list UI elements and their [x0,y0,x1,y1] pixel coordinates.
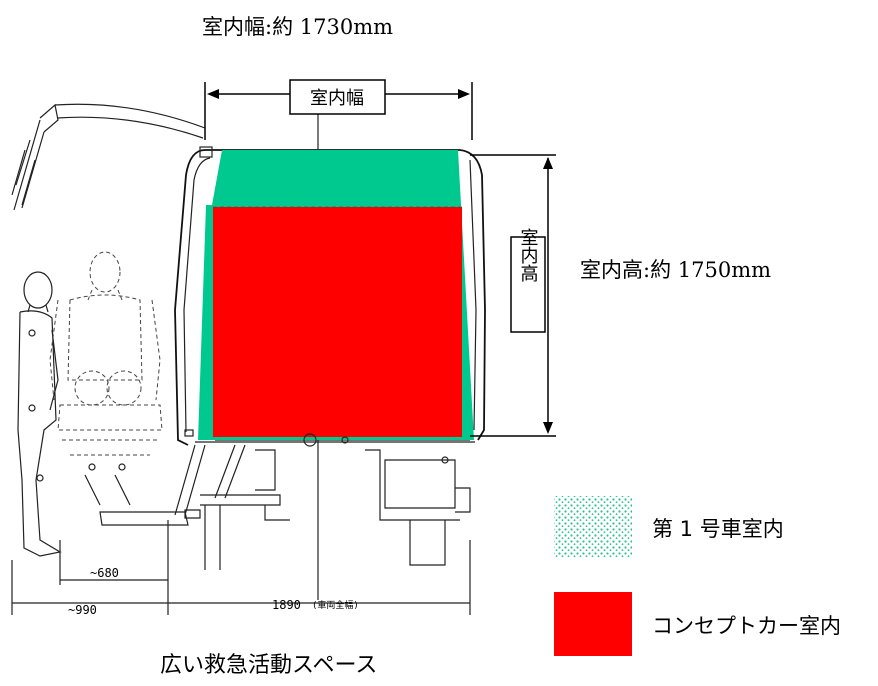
legend-label-first-vehicle: 第 1 号車室内 [652,517,784,541]
legend-label-concept-car: コンセプトカー室内 [652,614,841,638]
rear-door-outline [11,103,206,211]
height-headline: 室内高:約 1750mm [580,258,771,282]
width-dimension-line [204,82,473,150]
height-tag-box [510,236,546,333]
legend-swatch-first-vehicle [554,496,632,558]
standing-person-figure [17,271,62,557]
width-tag-label: 室内幅 [310,88,364,109]
legend: 第 1 号車室内 コンセプトカー室内 [554,496,841,656]
diagram-caption: 広い救急活動スペース [160,653,377,678]
legend-swatch-concept-car [554,592,632,656]
height-tag-label: 室内高 [518,228,539,283]
dim-1890-note: (車両全幅) [312,599,359,611]
concept-car-interior-area [213,207,462,437]
dim-1890-label: 1890 [272,598,301,612]
width-headline: 室内幅:約 1730mm [202,15,393,39]
dim-680-label: ~680 [90,566,119,580]
height-dimension-line [470,154,556,437]
vehicle-body-outline [174,146,486,446]
bottom-dimension-lines [11,520,471,615]
undercarriage-outline [174,433,471,600]
width-tag-box [289,79,386,115]
seated-dummy-figure [49,251,189,526]
dim-990-label: ~990 [68,603,97,617]
